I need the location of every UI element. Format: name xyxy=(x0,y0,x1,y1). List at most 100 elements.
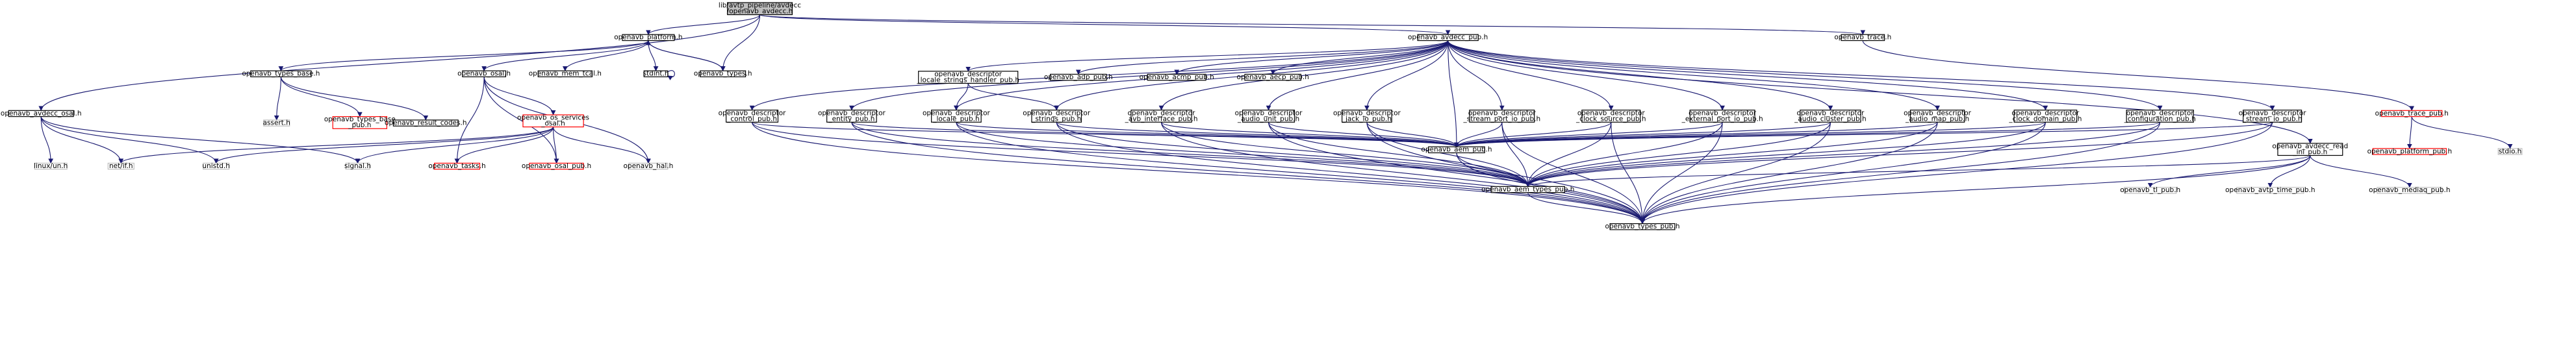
node-unistd[interactable]: unistd.h xyxy=(202,162,229,170)
node-desc_locale[interactable]: openavb_descriptor_locale_pub.h xyxy=(923,109,991,123)
edge-desc_audio_map-to-aem_types_pub xyxy=(1525,122,1938,188)
node-aem_pub[interactable]: openavb_aem_pub.h xyxy=(1421,146,1492,154)
node-label: _audio_cluster_pub.h xyxy=(1794,115,1867,123)
edge-desc_clock_domain-to-aem_pub xyxy=(1454,121,2046,147)
node-tl_pub[interactable]: openavb_tl_pub.h xyxy=(2120,186,2180,194)
node-desc_external_port_io[interactable]: openavb_descriptor_external_port_io_pub.… xyxy=(1681,109,1763,123)
edge-desc_stream_io-to-aem_pub xyxy=(1454,121,2273,147)
node-assert[interactable]: assert.h xyxy=(263,119,290,127)
node-label: openavb_descriptor xyxy=(2011,109,2080,117)
edge-types-to-platform xyxy=(646,40,724,71)
node-desc_strings[interactable]: openavb_descriptor_strings_pub.h xyxy=(1023,109,1091,123)
node-box xyxy=(700,70,746,78)
edge-desc_entity-to-aem_types_pub xyxy=(851,122,1531,188)
node-label: openavb_mediaq_pub.h xyxy=(2369,186,2450,194)
edge-avdecc_pub-to-desc_clock_source xyxy=(1447,40,1614,111)
node-desc_stream_io[interactable]: openavb_descriptor_stream_io_pub.h xyxy=(2239,109,2307,123)
node-stdint[interactable]: stdint.h xyxy=(643,70,669,78)
node-desc_clock_domain[interactable]: openavb_descriptor_clock_domain_pub.h xyxy=(2008,109,2082,123)
edge-desc_stream_port_io-to-aem_types_pub xyxy=(1501,122,1531,188)
edge-desc_avb_interface-to-types_pub xyxy=(1161,122,1645,225)
node-avdecc_osal[interactable]: openavb_avdecc_osal.h xyxy=(1,110,82,117)
node-desc_audio_map[interactable]: openavb_descriptor_audio_map_pub.h xyxy=(1904,109,1972,123)
node-acmp_pub[interactable]: openavb_acmp_pub.h xyxy=(1140,73,1214,81)
node-desc_jack_io[interactable]: openavb_descriptor_jack_io_pub.h xyxy=(1333,109,1401,123)
edge-avdecc_pub-to-desc_audio_cluster xyxy=(1447,40,1833,111)
node-types[interactable]: openavb_types.h xyxy=(694,70,752,78)
node-desc_stream_port_io[interactable]: openavb_descriptor_stream_port_io_pub.h xyxy=(1462,109,1540,123)
node-mediaq_pub[interactable]: openavb_mediaq_pub.h xyxy=(2369,186,2450,194)
node-trace_pub[interactable]: openavb_trace_pub.h xyxy=(2375,110,2449,117)
node-desc_control[interactable]: openavb_descriptor_control_pub.h xyxy=(719,109,787,123)
edge-avdecc_read_ini-to-aem_types_pub xyxy=(1525,155,2311,188)
node-tasks[interactable]: openavb_tasks.h xyxy=(428,162,485,170)
node-desc_audio_unit[interactable]: openavb_descriptor_audio_unit_pub.h xyxy=(1235,109,1303,123)
node-osal[interactable]: openavb_osal.h xyxy=(457,70,511,78)
node-label: unistd.h xyxy=(202,162,229,170)
edge-stdint-to-stdint xyxy=(667,70,675,80)
node-box xyxy=(931,110,982,123)
node-desc_audio_cluster[interactable]: openavb_descriptor_audio_cluster_pub.h xyxy=(1794,109,1867,123)
node-linux_un[interactable]: linux/un.h xyxy=(34,162,68,170)
node-mem_tcal[interactable]: openavb_mem_tcal.h xyxy=(529,70,602,78)
node-aecp_pub[interactable]: openavb_aecp_pub.h xyxy=(1237,73,1309,81)
edge-desc_entity-to-types_pub xyxy=(851,122,1645,225)
node-label: openavb_types_base xyxy=(324,116,396,123)
node-box xyxy=(1609,223,1676,230)
edge-avdecc_pub-to-desc_external_port_io xyxy=(1447,40,1725,111)
node-label: _audio_map_pub.h xyxy=(1905,115,1969,123)
node-label: openavb_aecp_pub.h xyxy=(1237,73,1309,81)
edge-locale_strings_handler-to-desc_locale xyxy=(954,83,969,111)
node-label: lib/avtp_pipeline/avdecc xyxy=(719,2,801,10)
node-signal[interactable]: signal.h xyxy=(344,162,371,170)
node-avdecc_read_ini[interactable]: openavb_avdecc_read_ini_pub.h xyxy=(2272,142,2348,156)
node-box xyxy=(1417,34,1479,42)
node-label: /openavb_avdecc.h xyxy=(727,8,793,16)
edge-desc_audio_unit-to-aem_pub xyxy=(1268,121,1459,147)
node-box xyxy=(8,110,74,117)
edge-desc_audio_map-to-types_pub xyxy=(1640,122,1938,225)
node-desc_clock_source[interactable]: openavb_descriptor_clock_source_pub.h xyxy=(1575,109,1646,123)
node-label: _control_pub.h xyxy=(726,115,777,123)
node-avdecc_pub[interactable]: openavb_avdecc_pub.h xyxy=(1408,34,1488,42)
node-netif[interactable]: net/if.h xyxy=(107,162,134,170)
node-result_codes[interactable]: openavb_result_codes.h xyxy=(385,119,467,127)
node-box xyxy=(332,116,388,129)
node-types_pub[interactable]: openavb_types_pub.h xyxy=(1605,223,1680,230)
node-os_services_osal[interactable]: openavb_os_services_osal.h xyxy=(517,114,589,128)
edge-desc_control-to-aem_pub xyxy=(752,121,1459,147)
edge-desc_configuration-to-aem_pub xyxy=(1454,121,2161,147)
node-label: _clock_source_pub.h xyxy=(1575,115,1646,123)
node-label: openavb_descriptor xyxy=(1468,109,1537,117)
node-aem_types_pub[interactable]: openavb_aem_types_pub.h xyxy=(1481,186,1574,193)
edge-avdecc_pub-to-desc_audio_map xyxy=(1447,40,1940,111)
node-box xyxy=(392,119,459,127)
node-box xyxy=(433,162,481,170)
node-desc_entity[interactable]: openavb_descriptor_entity_pub.h xyxy=(818,109,886,123)
node-avtp_time_pub[interactable]: openavb_avtp_time_pub.h xyxy=(2225,186,2315,194)
node-types_base_pub[interactable]: openavb_types_base_pub.h xyxy=(324,116,396,129)
node-platform_pub[interactable]: openavb_platform_pub.h xyxy=(2367,147,2453,155)
edge-avdecc_pub-to-desc_stream_port_io xyxy=(1447,40,1505,111)
node-desc_avb_interface[interactable]: openavb_descriptor_avb_interface_pub.h xyxy=(1125,109,1198,123)
node-box xyxy=(522,114,584,128)
node-label: openavb_descriptor xyxy=(719,109,787,117)
node-osal_pub[interactable]: openavb_osal_pub.h xyxy=(522,162,591,170)
node-types_base[interactable]: openavb_types_base.h xyxy=(242,70,320,78)
node-adp_pub[interactable]: openavb_adp_pub.h xyxy=(1044,73,1113,81)
node-box xyxy=(628,162,669,170)
node-label: openavb_descriptor xyxy=(1333,109,1401,117)
node-locale_strings_handler[interactable]: openavb_descriptor_locale_strings_handle… xyxy=(916,70,1019,84)
node-label: openavb_descriptor xyxy=(1235,109,1303,117)
node-root[interactable]: lib/avtp_pipeline/avdecc/openavb_avdecc.… xyxy=(719,2,801,16)
node-box xyxy=(1242,110,1295,123)
node-hal[interactable]: openavb_hal.h xyxy=(624,162,674,170)
node-box xyxy=(2277,143,2343,156)
node-label: openavb_trace.h xyxy=(1834,34,1891,42)
node-stdio[interactable]: stdio.h xyxy=(2497,147,2523,155)
node-desc_configuration[interactable]: openavb_descriptor_configuration_pub.h xyxy=(2124,109,2196,123)
edge-avdecc_pub-to-desc_audio_unit xyxy=(1266,40,1449,111)
node-trace[interactable]: openavb_trace.h xyxy=(1834,34,1891,42)
edge-types_base-to-assert xyxy=(274,77,281,121)
node-platform[interactable]: openavb_platform.h xyxy=(614,34,682,42)
